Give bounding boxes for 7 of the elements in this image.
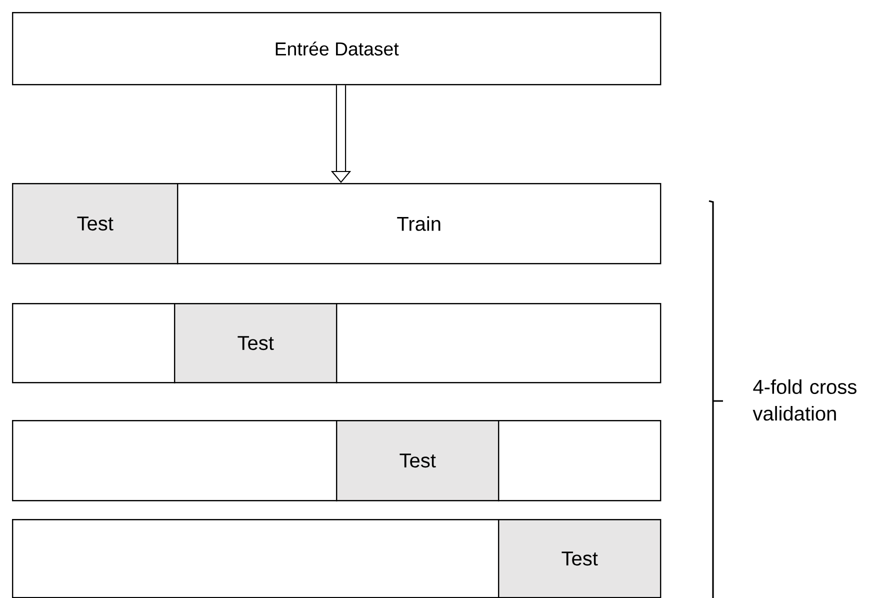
test-segment: Test	[336, 420, 500, 502]
bracket-label: 4-fold cross validation	[752, 379, 856, 421]
test-segment: Test	[174, 303, 338, 384]
test-segment: Test	[498, 519, 662, 598]
dataset-box: Entrée Dataset	[12, 12, 662, 86]
test-segment: Test	[12, 183, 178, 264]
train-segment: Train	[177, 183, 662, 264]
